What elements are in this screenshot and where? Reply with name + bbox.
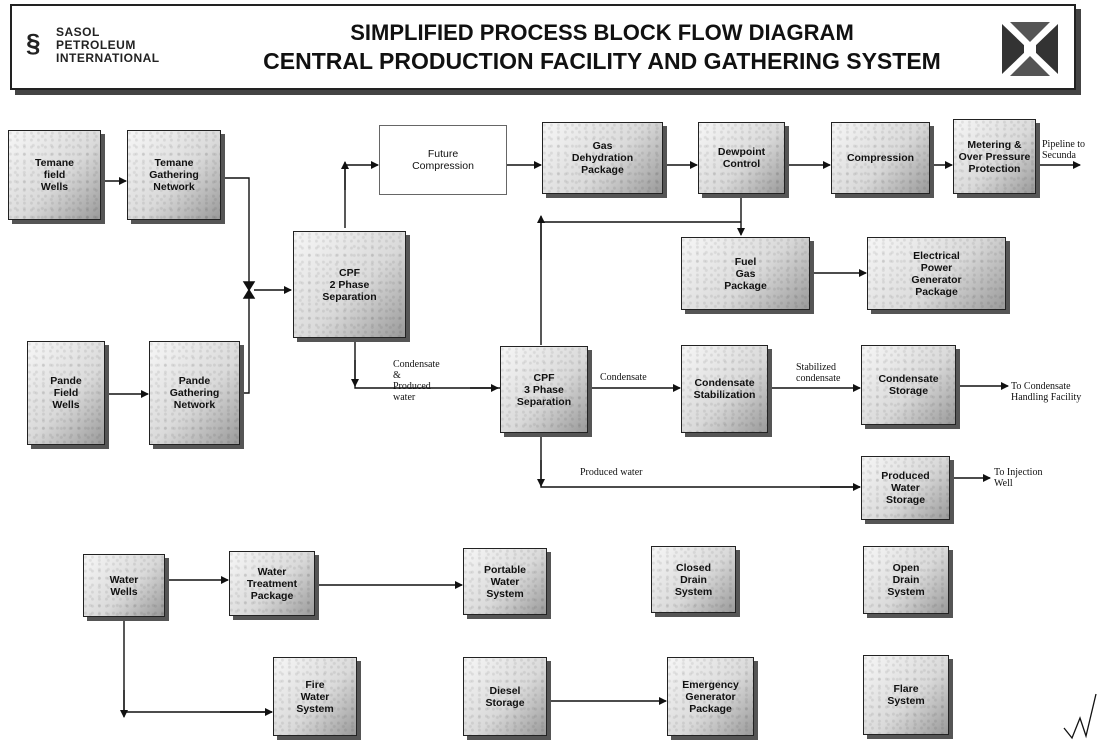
temane-field-wells-label: Temane field Wells bbox=[35, 157, 74, 193]
metering-protection-block: Metering & Over Pressure Protection bbox=[953, 119, 1036, 194]
condensate-stabilization-block: Condensate Stabilization bbox=[681, 345, 768, 433]
water-treatment-package-block: Water Treatment Package bbox=[229, 551, 315, 616]
water-wells-block: Water Wells bbox=[83, 554, 165, 617]
temane-gathering-network-block: Temane Gathering Network bbox=[127, 130, 221, 220]
open-drain-system-block: Open Drain System bbox=[863, 546, 949, 614]
fuel-gas-package-block: Fuel Gas Package bbox=[681, 237, 810, 310]
metering-protection-label: Metering & Over Pressure Protection bbox=[958, 138, 1031, 175]
produced-water-storage-label: Produced Water Storage bbox=[881, 470, 930, 506]
signature-mark bbox=[1063, 693, 1097, 740]
cpf-3-phase-separation-block: CPF 3 Phase Separation bbox=[500, 346, 588, 433]
dewpoint-control-block: Dewpoint Control bbox=[698, 122, 785, 194]
pande-gathering-network-block: Pande Gathering Network bbox=[149, 341, 240, 445]
portable-water-system-block: Portable Water System bbox=[463, 548, 547, 615]
to-condensate-handling-label: To Condensate Handling Facility bbox=[1011, 381, 1082, 403]
condensate-stabilization-label: Condensate Stabilization bbox=[693, 377, 756, 401]
temane-field-wells-block: Temane field Wells bbox=[8, 130, 101, 220]
condensate-produced-water-label: Condensate & Produced water bbox=[393, 359, 440, 403]
gas-dehydration-package-label: Gas Dehydration Package bbox=[571, 140, 634, 176]
open-drain-system-label: Open Drain System bbox=[887, 562, 925, 598]
sasol-logo-mark-icon: § bbox=[26, 28, 41, 58]
cpf-2-phase-separation-label: CPF 2 Phase Separation bbox=[322, 266, 377, 303]
emergency-generator-package-block: Emergency Generator Package bbox=[667, 657, 754, 736]
gas-dehydration-package-block: Gas Dehydration Package bbox=[542, 122, 663, 194]
pande-gathering-network-label: Pande Gathering Network bbox=[169, 375, 220, 411]
flare-system-block: Flare System bbox=[863, 655, 949, 735]
future-compression-block: Future Compression bbox=[379, 125, 507, 195]
electrical-power-generator-label: Electrical Power Generator Package bbox=[911, 249, 962, 298]
condensate-storage-block: Condensate Storage bbox=[861, 345, 956, 425]
fuel-gas-package-label: Fuel Gas Package bbox=[724, 255, 767, 292]
cpf-2-phase-separation-block: CPF 2 Phase Separation bbox=[293, 231, 406, 338]
pande-field-wells-label: Pande Field Wells bbox=[50, 375, 82, 411]
to-injection-well-label: To Injection Well bbox=[994, 467, 1043, 489]
electrical-power-generator-block: Electrical Power Generator Package bbox=[867, 237, 1006, 310]
temane-gathering-network-label: Temane Gathering Network bbox=[149, 157, 199, 193]
condensate-flow-label: Condensate bbox=[600, 372, 647, 383]
flare-system-label: Flare System bbox=[887, 683, 925, 707]
produced-water-flow-label: Produced water bbox=[580, 467, 643, 478]
produced-water-storage-block: Produced Water Storage bbox=[861, 456, 950, 520]
sasol-logo: § SASOL PETROLEUM INTERNATIONAL bbox=[26, 24, 186, 68]
closed-drain-system-label: Closed Drain System bbox=[674, 561, 713, 598]
title-banner: § SASOL PETROLEUM INTERNATIONAL SIMPLIFI… bbox=[10, 4, 1076, 90]
diagram-title: SIMPLIFIED PROCESS BLOCK FLOW DIAGRAM bbox=[350, 20, 854, 45]
dewpoint-control-label: Dewpoint Control bbox=[717, 146, 766, 170]
pande-field-wells-block: Pande Field Wells bbox=[27, 341, 105, 445]
compression-block: Compression bbox=[831, 122, 930, 194]
condensate-storage-label: Condensate Storage bbox=[878, 373, 939, 397]
cpf-3-phase-separation-label: CPF 3 Phase Separation bbox=[516, 371, 572, 408]
water-wells-label: Water Wells bbox=[109, 573, 139, 598]
diagram-subtitle: CENTRAL PRODUCTION FACILITY AND GATHERIN… bbox=[263, 48, 941, 74]
sasol-logo-text: SASOL PETROLEUM INTERNATIONAL bbox=[56, 25, 160, 65]
company-emblem-icon bbox=[1002, 22, 1058, 76]
diesel-storage-label: Diesel Storage bbox=[485, 684, 525, 709]
stabilized-condensate-label: Stabilized condensate bbox=[796, 362, 841, 384]
portable-water-system-label: Portable Water System bbox=[483, 563, 526, 600]
emergency-generator-package-label: Emergency Generator Package bbox=[682, 678, 739, 715]
closed-drain-system-block: Closed Drain System bbox=[651, 546, 736, 613]
water-treatment-package-label: Water Treatment Package bbox=[246, 565, 298, 602]
fire-water-system-label: Fire Water System bbox=[296, 678, 334, 715]
fire-water-system-block: Fire Water System bbox=[273, 657, 357, 736]
future-compression-label: Future Compression bbox=[412, 148, 474, 172]
diesel-storage-block: Diesel Storage bbox=[463, 657, 547, 736]
compression-label: Compression bbox=[846, 152, 915, 164]
pipeline-to-secunda-label: Pipeline to Secunda bbox=[1042, 139, 1086, 161]
